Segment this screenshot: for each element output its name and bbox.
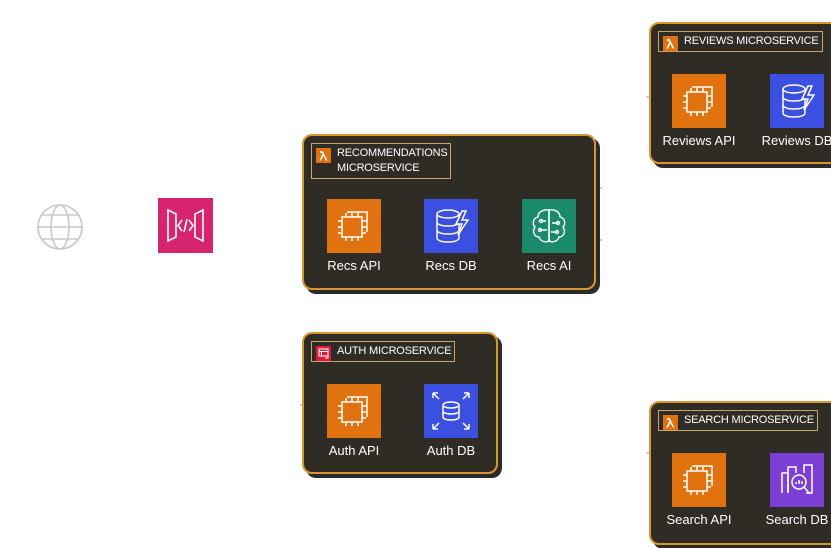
ecs-icon [316,346,331,361]
reviews-db-label: Reviews DB [761,133,831,148]
recs-api-service[interactable]: Recs API [306,199,402,273]
reviews-api-service[interactable]: Reviews API [651,74,747,148]
dynamodb-icon [424,199,478,253]
search-api-service[interactable]: Search API [651,453,747,527]
auth-microservice-card: AUTH MICROSERVICE Auth API Auth DB [302,332,498,474]
reviews-microservice-tag: REVIEWS MICROSERVICE [658,31,823,52]
api-gateway-icon[interactable] [158,198,213,253]
recs-db-service[interactable]: Recs DB [403,199,499,273]
compute-chip-icon [327,384,381,438]
recommendations-microservice-tag: RECOMMENDATIONS MICROSERVICE [311,143,451,179]
search-db-service[interactable]: Search DB [749,453,831,527]
reviews-api-label: Reviews API [662,133,736,148]
ml-brain-icon [522,199,576,253]
globe-icon [35,202,85,252]
lambda-icon [663,415,678,430]
lambda-icon [663,36,678,51]
search-db-label: Search DB [765,512,829,527]
reviews-db-service[interactable]: Reviews DB [749,74,831,148]
auth-db-service[interactable]: Auth DB [403,384,499,458]
search-microservice-card: SEARCH MICROSERVICE Search API Search DB [649,401,831,545]
compute-chip-icon [672,74,726,128]
lambda-icon [316,148,331,163]
recs-ai-service[interactable]: Recs AI [501,199,597,273]
search-microservice-title: SEARCH MICROSERVICE [684,414,814,426]
compute-chip-icon [672,453,726,507]
auth-api-service[interactable]: Auth API [306,384,402,458]
recommendations-microservice-card: RECOMMENDATIONS MICROSERVICE Recs API Re… [302,134,596,290]
search-api-label: Search API [666,512,732,527]
connector-stub [596,239,602,241]
auth-api-label: Auth API [328,443,380,458]
recs-api-label: Recs API [327,258,381,273]
reviews-microservice-title: REVIEWS MICROSERVICE [684,35,819,47]
auth-microservice-title: AUTH MICROSERVICE [337,345,452,357]
auth-microservice-tag: AUTH MICROSERVICE [311,341,455,362]
rds-database-icon [424,384,478,438]
dynamodb-icon [770,74,824,128]
recommendations-microservice-title: RECOMMENDATIONS MICROSERVICE [337,147,448,174]
connector-stub [596,187,602,189]
recs-db-label: Recs DB [425,258,477,273]
auth-db-label: Auth DB [426,443,476,458]
compute-chip-icon [327,199,381,253]
opensearch-icon [770,453,824,507]
reviews-microservice-card: REVIEWS MICROSERVICE Reviews API Reviews… [649,22,831,164]
recs-ai-label: Recs AI [526,258,572,273]
search-microservice-tag: SEARCH MICROSERVICE [658,410,818,431]
